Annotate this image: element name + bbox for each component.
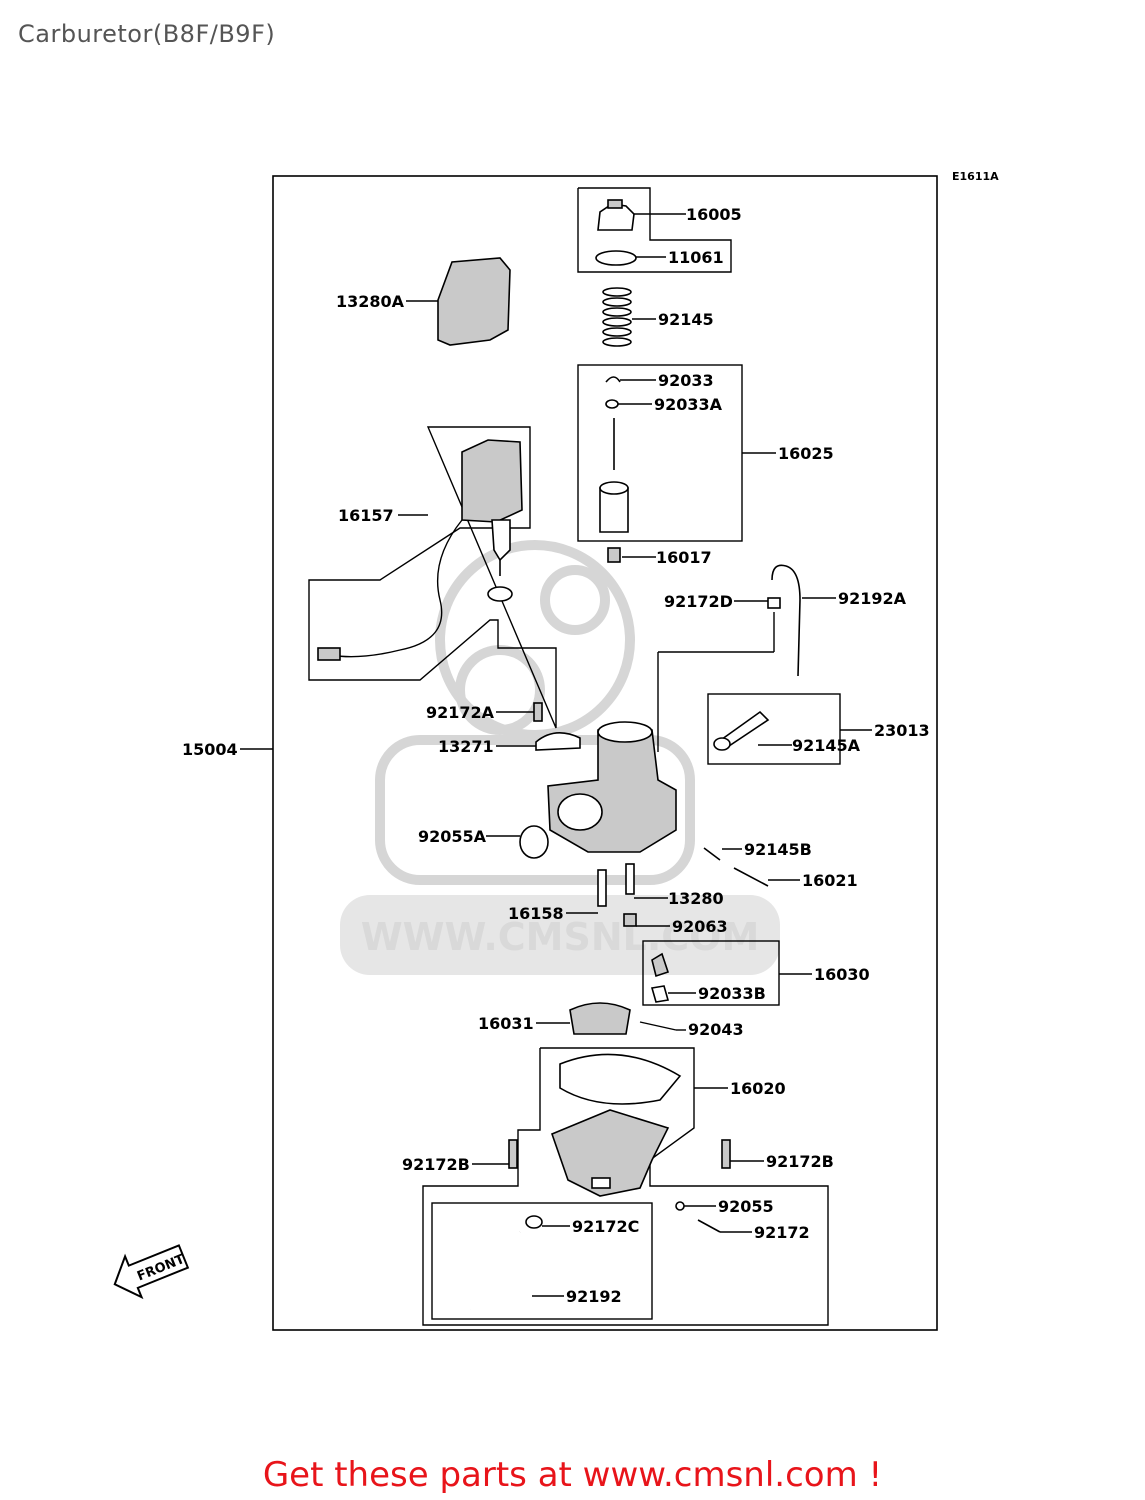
part-label-92172D[interactable]: 92172D [664,592,733,611]
part-label-92063[interactable]: 92063 [672,917,728,936]
page-title: Carburetor(B8F/B9F) [18,20,276,48]
part-label-16017[interactable]: 16017 [656,548,712,567]
diagram-code: E1611A [952,170,999,183]
part-label-16020[interactable]: 16020 [730,1079,786,1098]
part-label-15004[interactable]: 15004 [182,740,238,759]
part-label-16025[interactable]: 16025 [778,444,834,463]
spring-92145 [602,287,632,347]
part-label-16021[interactable]: 16021 [802,871,858,890]
part-label-92043[interactable]: 92043 [688,1020,744,1039]
front-direction-arrow: FRONT [113,1244,190,1300]
footer-cta-link[interactable]: Get these parts at www.cmsnl.com ! [262,1455,883,1495]
watermark-text: WWW.CMSNL.COM [361,915,760,959]
part-label-92033A[interactable]: 92033A [654,395,723,414]
part-label-92145[interactable]: 92145 [658,310,714,329]
group-boxes [308,187,841,1326]
part-label-13280A[interactable]: 13280A [336,292,405,311]
part-label-92055A[interactable]: 92055A [418,827,487,846]
leader-lines [240,213,872,1297]
part-label-92172B-right[interactable]: 92172B [766,1152,834,1171]
part-label-13271[interactable]: 13271 [438,737,494,756]
part-label-16158[interactable]: 16158 [508,904,564,923]
assembly-frame [272,175,938,1331]
part-label-92145B[interactable]: 92145B [744,840,812,859]
part-label-16157[interactable]: 16157 [338,506,394,525]
part-labels: 16005 11061 13280A 92145 92033 92033A 16… [182,205,930,1306]
part-shapes [317,199,801,1311]
part-label-92145A[interactable]: 92145A [792,736,861,755]
part-label-92055[interactable]: 92055 [718,1197,774,1216]
part-label-92172C[interactable]: 92172C [572,1217,639,1236]
part-label-92172A[interactable]: 92172A [426,703,495,722]
part-label-16030[interactable]: 16030 [814,965,870,984]
part-label-92192[interactable]: 92192 [566,1287,622,1306]
part-label-13280[interactable]: 13280 [668,889,724,908]
part-label-11061[interactable]: 11061 [668,248,724,267]
part-label-92172[interactable]: 92172 [754,1223,810,1242]
part-label-92192A[interactable]: 92192A [838,589,907,608]
part-label-23013[interactable]: 23013 [874,721,930,740]
cmsnl-watermark: WWW.CMSNL.COM [340,540,780,975]
part-label-92033B[interactable]: 92033B [698,984,766,1003]
part-label-92033[interactable]: 92033 [658,371,714,390]
part-label-16005[interactable]: 16005 [686,205,742,224]
part-label-92172B-left[interactable]: 92172B [402,1155,470,1174]
part-label-16031[interactable]: 16031 [478,1014,534,1033]
